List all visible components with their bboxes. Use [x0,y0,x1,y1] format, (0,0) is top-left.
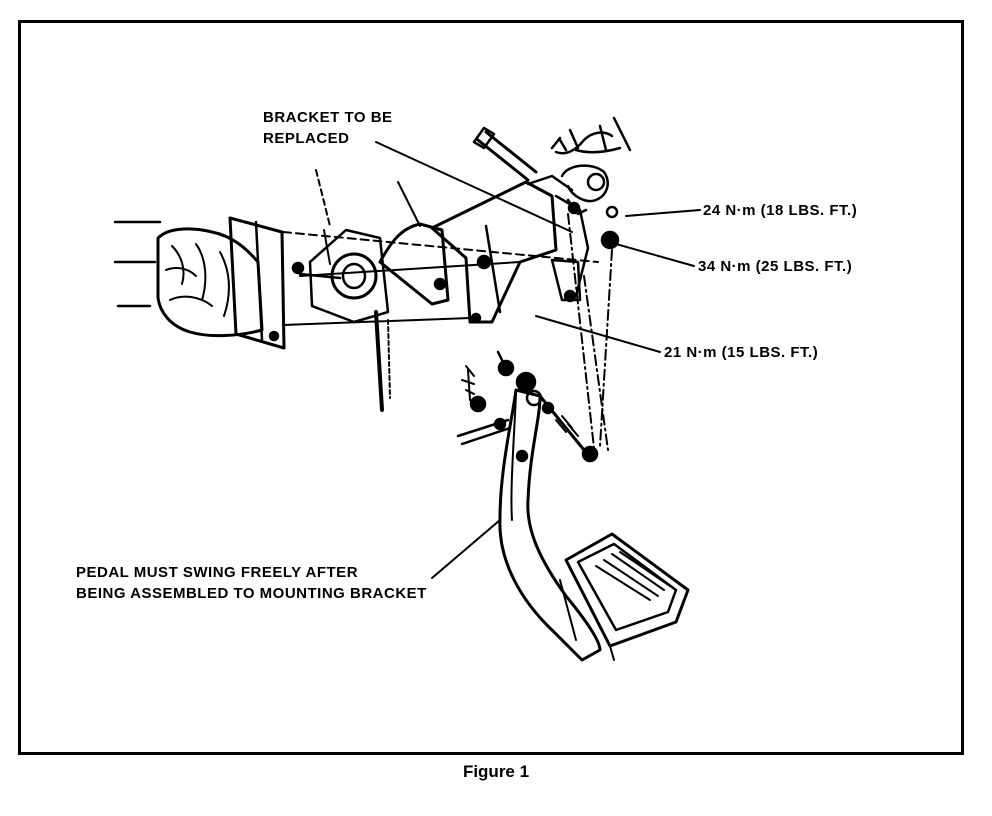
leader-lines [375,141,701,579]
pedal-note-line1: PEDAL MUST SWING FREELY AFTER [76,564,359,581]
bracket-label-line2: REPLACED [263,130,350,147]
bracket-label-line1: BRACKET TO BE [263,109,393,126]
pedal-note-line2: BEING ASSEMBLED TO MOUNTING BRACKET [76,585,427,602]
master-cylinder [113,220,264,338]
torque-label-21: 21 N·m (15 LBS. FT.) [664,344,819,361]
pedal-pad [559,532,690,661]
figure-caption: Figure 1 [462,762,530,781]
stoplamp-switch [550,116,632,155]
mounting-flange [228,216,305,350]
mounting-bolt [472,126,538,182]
pedal-bracket [430,164,620,324]
pedal-pivot-parts [456,350,599,463]
replaced-bracket [374,181,450,412]
torque-label-34: 34 N·m (25 LBS. FT.) [698,258,853,275]
brake-pedal-arm [498,388,602,662]
pushrod-boss [298,169,390,324]
figure-frame [18,20,964,755]
torque-label-24: 24 N·m (18 LBS. FT.) [703,202,858,219]
alignment-lines [567,213,613,451]
